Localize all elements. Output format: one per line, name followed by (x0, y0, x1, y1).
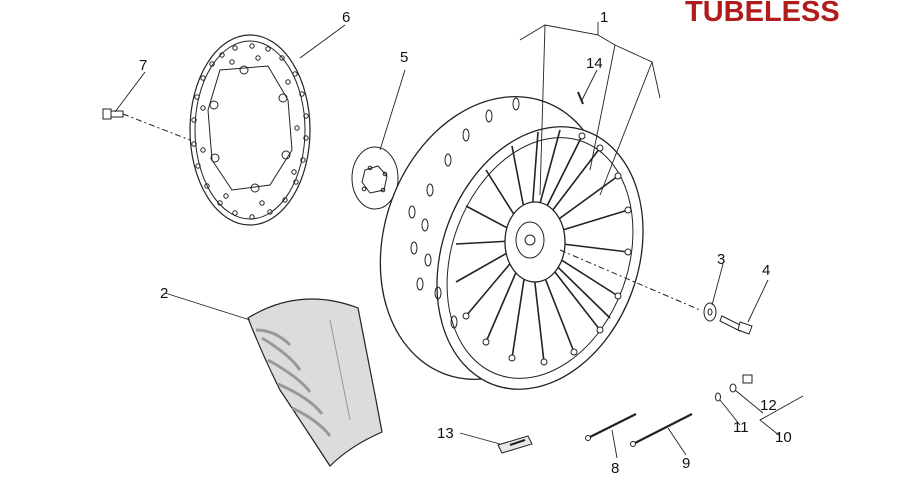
nipple-head (742, 374, 753, 384)
callout-7: 7 (139, 57, 147, 74)
disc-bolt (102, 108, 191, 141)
callout-5: 5 (400, 49, 408, 66)
axle-washer (703, 302, 717, 322)
spoked-wheel (379, 91, 701, 390)
axle-bolt (719, 315, 753, 335)
spoke-rod-9 (630, 413, 693, 447)
callout-13: 13 (437, 425, 454, 442)
spoke-rod-8 (585, 413, 637, 441)
nipple-small (715, 383, 737, 402)
callout-6: 6 (342, 9, 350, 26)
callout-10: 10 (775, 429, 792, 446)
callout-1: 1 (600, 9, 608, 26)
tire (247, 298, 383, 467)
diagram-title: TUBELESS (685, 0, 840, 28)
hub-ring (351, 146, 399, 210)
callout-3: 3 (717, 251, 725, 268)
callout-9: 9 (682, 455, 690, 472)
callout-8: 8 (611, 460, 619, 477)
callout-4: 4 (762, 262, 770, 279)
tire-clip (497, 435, 533, 454)
brake-disc (189, 34, 311, 226)
callout-14: 14 (586, 55, 603, 72)
callout-11: 11 (733, 419, 749, 436)
callout-2: 2 (160, 285, 168, 302)
callout-12: 12 (760, 397, 777, 414)
